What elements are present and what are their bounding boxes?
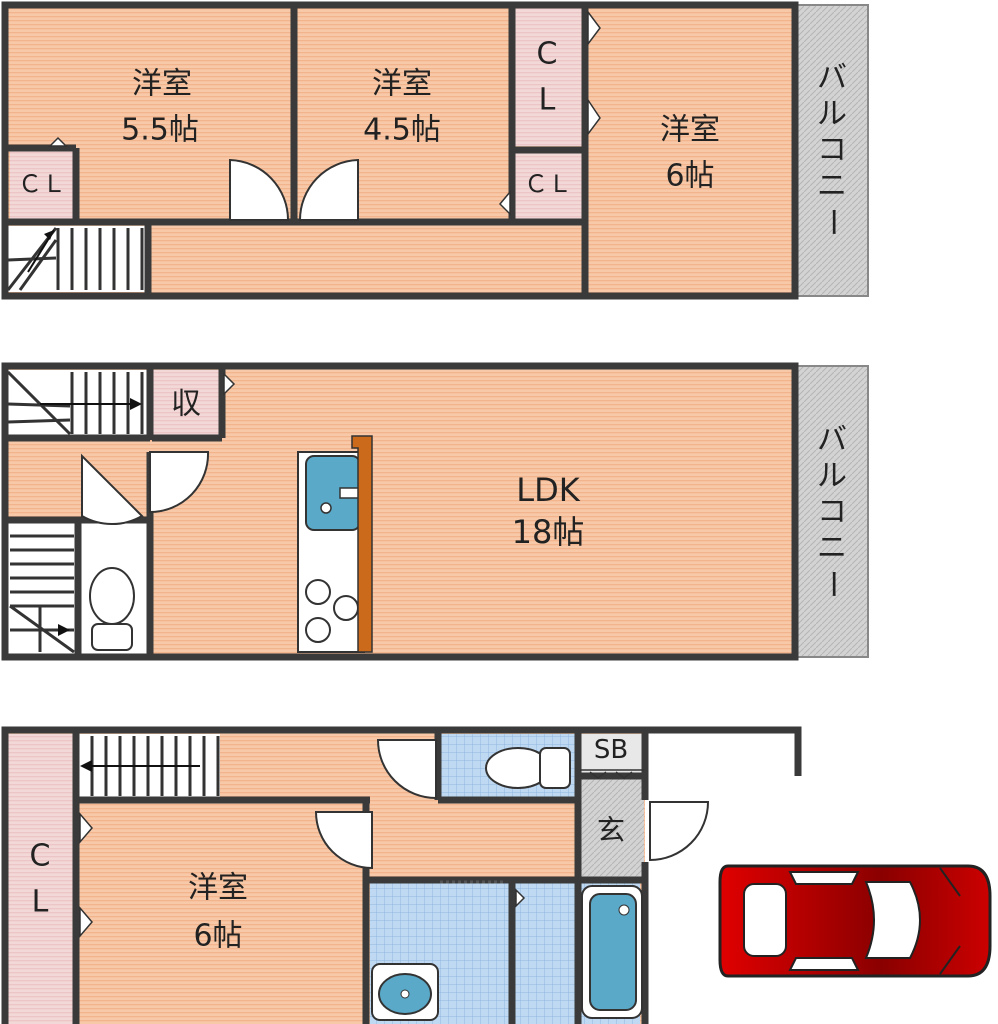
closet-3f-top-l: L	[539, 83, 556, 118]
shoe-box-label: SB	[594, 735, 628, 765]
toilet-1f	[485, 747, 571, 789]
svg-text:バ: バ	[817, 61, 847, 96]
svg-text:コ: コ	[817, 495, 847, 530]
closet-1f-l: L	[32, 885, 49, 920]
room-3f-mid-name: 洋室	[372, 67, 432, 102]
floor1: 洋室 6帖 C L SB 玄	[1, 726, 992, 1024]
floor2: LDK 18帖 収 バ ル コ ニ ー	[1, 362, 869, 661]
floor3: 洋室 5.5帖 洋室 4.5帖 洋室 6帖 ＣＬ ＣＬ C L バ ル コ ニ …	[1, 1, 869, 300]
stairs-1f	[78, 734, 220, 798]
ldk-name: LDK	[516, 471, 580, 509]
stairs-2f-upper	[6, 370, 150, 436]
counter-wall	[351, 435, 373, 653]
storage-2f-label: 収	[171, 387, 201, 422]
kitchen-2f	[297, 435, 373, 653]
door-2f-ldk	[149, 451, 210, 514]
shoe-box	[578, 734, 644, 774]
storage-2f	[152, 370, 220, 436]
toilet-2f	[89, 567, 135, 651]
balcony-3f	[795, 4, 869, 297]
svg-text:ル: ル	[817, 97, 847, 132]
door-1f-room	[314, 811, 373, 870]
svg-text:コ: コ	[817, 133, 847, 168]
svg-text:ル: ル	[817, 459, 847, 494]
room-3f-west-size: 5.5帖	[121, 113, 199, 148]
closet-3f-top-c: C	[537, 37, 558, 72]
room-3f-mid-size: 4.5帖	[363, 113, 441, 148]
door-2f-wc	[81, 453, 144, 526]
closet-3f-mid-label: ＣＬ	[524, 170, 572, 198]
svg-text:ー: ー	[815, 569, 850, 599]
svg-text:バ: バ	[817, 423, 847, 458]
entrance-label: 玄	[597, 814, 625, 847]
entrance	[578, 776, 644, 878]
closet-mid	[512, 152, 582, 220]
door-3f-west	[229, 158, 290, 221]
balcony-3f-label: バ ル コ ニ ー	[815, 61, 850, 238]
svg-text:ニ: ニ	[817, 531, 847, 566]
bathtub-icon	[581, 885, 643, 1019]
room-1f-name: 洋室	[188, 871, 248, 906]
room-3f-west-name: 洋室	[132, 67, 192, 102]
door-1f-entrance	[649, 801, 710, 862]
closet-top	[512, 8, 582, 146]
closet-1f	[8, 734, 74, 1024]
balcony-2f-label: バ ル コ ニ ー	[815, 423, 850, 600]
washbasin-icon	[371, 963, 439, 1021]
door-3f-mid	[298, 158, 359, 221]
closet-1f-c: C	[30, 839, 51, 874]
room-1f-size: 6帖	[193, 919, 242, 954]
room-3f-east-name: 洋室	[660, 113, 720, 148]
ldk-size: 18帖	[512, 513, 585, 551]
stairs-3f	[6, 226, 148, 292]
room-3f-east-size: 6帖	[665, 159, 714, 194]
svg-text:ー: ー	[815, 207, 850, 237]
svg-text:ニ: ニ	[817, 169, 847, 204]
door-1f-wc	[376, 739, 437, 800]
car-icon	[718, 864, 992, 978]
balcony-2f	[795, 365, 869, 658]
stairs-2f-lower	[8, 522, 76, 654]
closet-west	[10, 148, 76, 220]
closet-3f-west-label: ＣＬ	[18, 170, 66, 198]
